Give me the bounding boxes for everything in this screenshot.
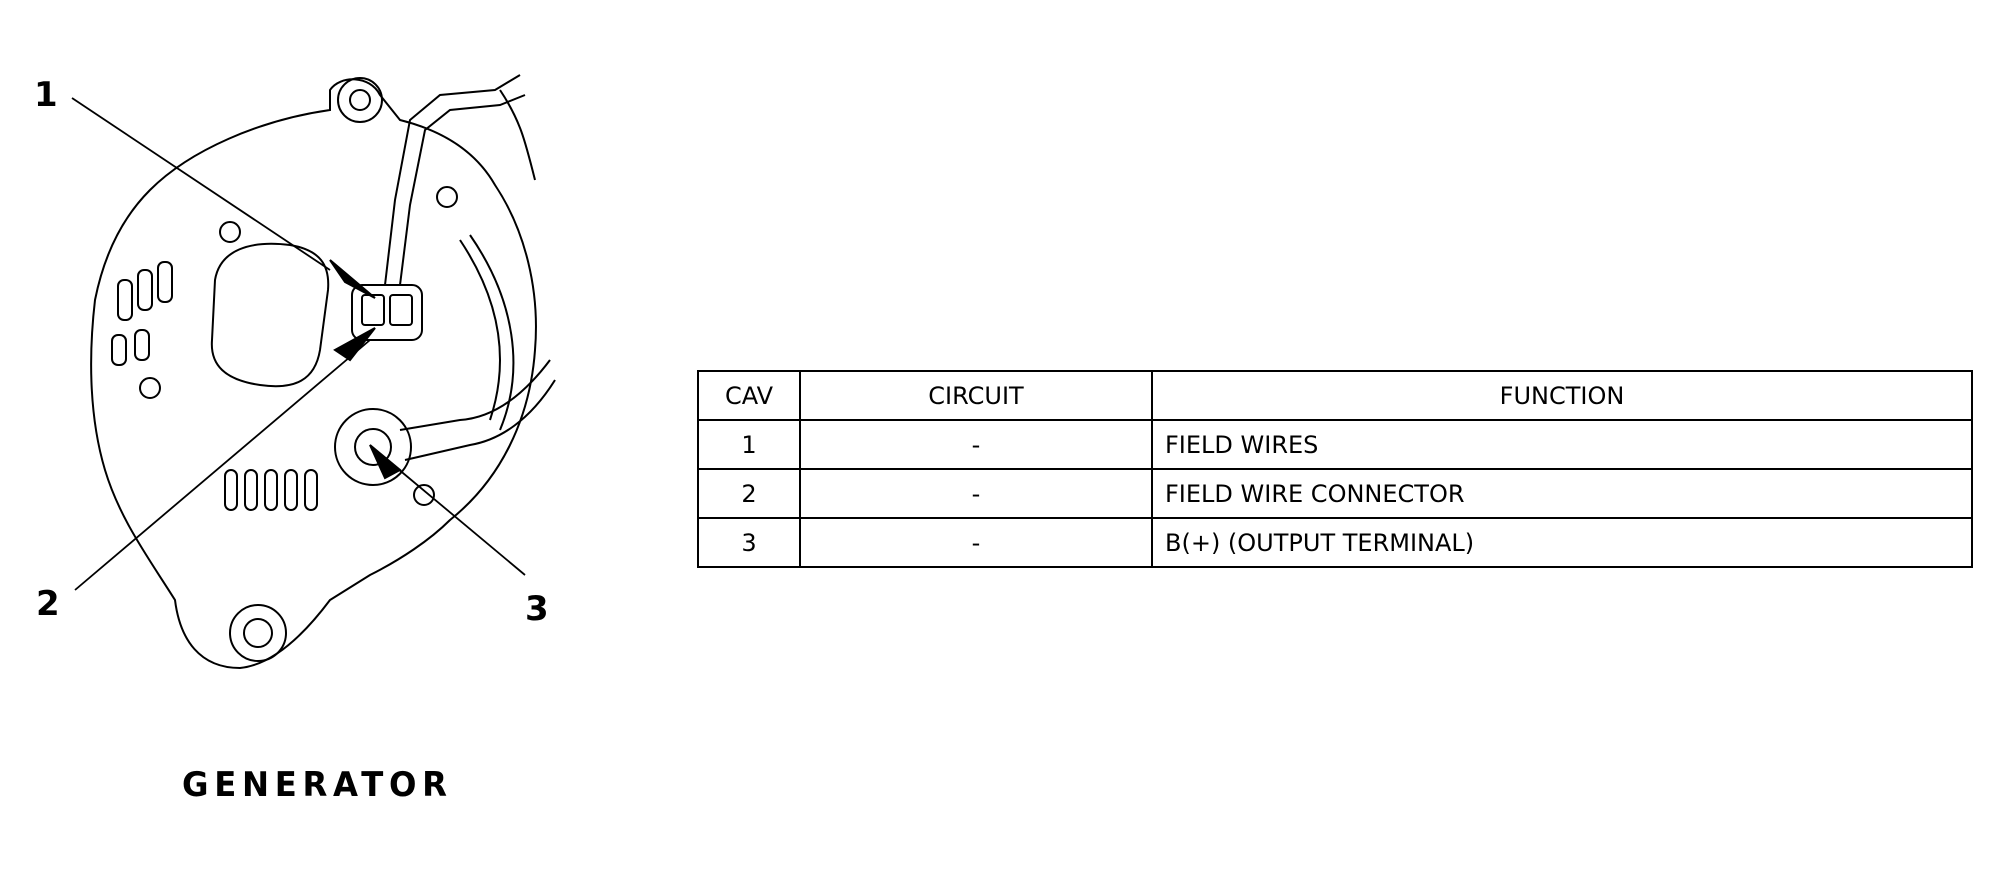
output-terminal-stud — [354, 428, 392, 466]
output-cable — [399, 359, 551, 431]
cell-circuit: - — [799, 468, 1153, 519]
top-ear-ring — [337, 77, 383, 123]
bottom-ear-hole — [243, 618, 273, 648]
regulator-cover — [210, 242, 330, 388]
cell-circuit: - — [799, 419, 1153, 470]
connector-pin-table: CAV CIRCUIT FUNCTION 1 - FIELD WIRES 2 -… — [697, 370, 1973, 568]
cell-cav: 3 — [697, 517, 801, 568]
bolt — [436, 186, 458, 208]
field-connector — [351, 284, 423, 341]
bottom-ear-ring — [229, 604, 287, 662]
diagram-caption: GENERATOR — [182, 765, 453, 805]
cell-cav: 2 — [697, 468, 801, 519]
housing-outline — [90, 78, 537, 670]
top-ear-hole — [349, 89, 371, 111]
callout-1: 1 — [34, 75, 58, 115]
field-wire-harness — [384, 74, 521, 286]
callout-3: 3 — [525, 589, 549, 629]
output-terminal-ring — [334, 408, 412, 486]
header-function: FUNCTION — [1151, 370, 1973, 421]
header-circuit: CIRCUIT — [799, 370, 1153, 421]
callout-2: 2 — [36, 584, 60, 624]
cooling-fins — [111, 261, 318, 511]
bolt — [219, 221, 241, 243]
bolt — [139, 377, 161, 399]
arrowhead-3 — [369, 444, 402, 480]
arrowhead-2 — [333, 327, 376, 362]
table-header-row: CAV CIRCUIT FUNCTION — [697, 370, 1973, 421]
table-row: 3 - B(+) (OUTPUT TERMINAL) — [697, 517, 1973, 568]
cell-circuit: - — [799, 517, 1153, 568]
bolt — [413, 484, 435, 506]
cell-function: FIELD WIRE CONNECTOR — [1151, 468, 1973, 519]
header-cav: CAV — [697, 370, 801, 421]
generator-illustration — [71, 74, 556, 670]
table-row: 1 - FIELD WIRES — [697, 419, 1973, 470]
table-row: 2 - FIELD WIRE CONNECTOR — [697, 468, 1973, 519]
arrowhead-1 — [329, 259, 376, 299]
cell-function: FIELD WIRES — [1151, 419, 1973, 470]
leader-lines — [71, 97, 526, 591]
cell-cav: 1 — [697, 419, 801, 470]
cell-function: B(+) (OUTPUT TERMINAL) — [1151, 517, 1973, 568]
